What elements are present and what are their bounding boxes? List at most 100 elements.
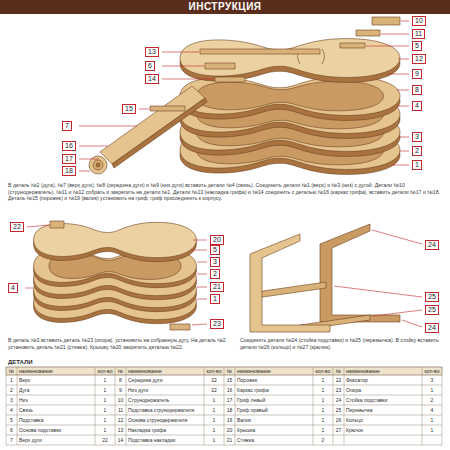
leader-line bbox=[162, 66, 204, 67]
leader-line bbox=[388, 74, 409, 75]
stand-drawing bbox=[250, 224, 400, 332]
table-cell: 3 bbox=[6, 395, 17, 405]
table-cell: Порожек bbox=[235, 375, 313, 385]
parts-table-grid bbox=[95, 367, 96, 445]
leader-line bbox=[191, 250, 207, 251]
table-cell: Основа струнодержателя bbox=[126, 415, 204, 425]
parts-table-grid bbox=[422, 367, 423, 445]
page-title: ИНСТРУКЦИЯ bbox=[0, 0, 450, 14]
instruction-text: В деталь №3 вставить деталь №23 (опора),… bbox=[8, 337, 230, 350]
table-header-cell: наименование bbox=[344, 367, 422, 375]
callout-number: 24 bbox=[425, 240, 439, 250]
leader-line bbox=[162, 52, 199, 53]
violin-assembled bbox=[34, 221, 197, 330]
table-cell: 1 bbox=[313, 415, 333, 425]
parts-table-grid bbox=[333, 367, 334, 445]
violin-exploded bbox=[356, 30, 380, 36]
table-cell: Фиксатор bbox=[344, 375, 422, 385]
leader-line bbox=[373, 310, 422, 316]
table-cell: 1 bbox=[95, 375, 115, 385]
table-cell: 1 bbox=[204, 415, 224, 425]
table-cell: 21 bbox=[224, 435, 235, 445]
callout-number: 10 bbox=[412, 16, 426, 26]
table-cell: 1 bbox=[204, 405, 224, 415]
leader-line bbox=[366, 46, 409, 47]
table-cell: 1 bbox=[204, 425, 224, 435]
table-header-cell: кол-во bbox=[204, 367, 224, 375]
table-cell: 11 bbox=[115, 405, 126, 415]
callout-number: 21 bbox=[210, 282, 224, 292]
parts-table-grid bbox=[224, 367, 225, 445]
callout-number: 22 bbox=[10, 222, 24, 232]
stand-drawing bbox=[320, 224, 400, 322]
table-cell: 8 bbox=[115, 375, 126, 385]
table-cell: 1 bbox=[204, 395, 224, 405]
table-cell: 1 bbox=[95, 385, 115, 395]
table-cell: Валик bbox=[235, 415, 313, 425]
leader-line bbox=[197, 262, 207, 263]
table-cell: 1 bbox=[95, 405, 115, 415]
violin-exploded bbox=[200, 49, 320, 54]
header-band bbox=[0, 0, 450, 14]
table-cell: 23 bbox=[333, 385, 344, 395]
table-cell: 4 bbox=[422, 405, 442, 415]
table-cell: 16 bbox=[224, 385, 235, 395]
leader-line bbox=[397, 90, 409, 91]
table-cell: Крючок bbox=[344, 425, 422, 435]
table-cell: Стяжка bbox=[235, 435, 313, 445]
callout-number: 11 bbox=[412, 29, 425, 39]
table-cell: 22 bbox=[333, 375, 344, 385]
leader-line bbox=[162, 79, 214, 80]
table-cell: 5 bbox=[6, 415, 17, 425]
violin-exploded bbox=[89, 17, 400, 174]
table-cell: 6 bbox=[6, 425, 17, 435]
leader-line bbox=[392, 165, 409, 166]
violin-exploded bbox=[150, 106, 185, 111]
violin-exploded bbox=[372, 17, 400, 25]
table-cell: 1 bbox=[95, 415, 115, 425]
callout-number: 4 bbox=[8, 283, 18, 293]
violin-exploded bbox=[205, 63, 235, 69]
table-cell: 22 bbox=[204, 385, 224, 395]
parts-table-grid bbox=[204, 367, 205, 445]
table-cell: Перемычка bbox=[344, 405, 422, 415]
leader-line bbox=[139, 109, 149, 110]
table-cell: Связь bbox=[17, 405, 95, 415]
table-cell: Подставка накладки bbox=[126, 435, 204, 445]
table-cell: 3 bbox=[422, 375, 442, 385]
table-cell: 13 bbox=[115, 425, 126, 435]
table-cell: 1 bbox=[204, 435, 224, 445]
callout-number: 5 bbox=[210, 245, 220, 255]
leader-line bbox=[192, 324, 207, 325]
callout-number: 18 bbox=[62, 166, 76, 176]
table-cell: Опора bbox=[344, 385, 422, 395]
violin-exploded bbox=[96, 163, 100, 167]
table-cell: 1 bbox=[313, 385, 333, 395]
callout-number: 4 bbox=[412, 101, 422, 111]
parts-table-grid bbox=[235, 367, 236, 445]
table-heading: ДЕТАЛИ bbox=[8, 359, 33, 365]
table-header-cell: № bbox=[6, 367, 17, 375]
table-cell: 19 bbox=[224, 415, 235, 425]
leader-line bbox=[193, 240, 207, 241]
callout-number: 24 bbox=[425, 323, 439, 333]
table-cell: Стойка подставки bbox=[344, 395, 422, 405]
stand-drawing bbox=[250, 234, 330, 332]
table-cell: Каркас грифа bbox=[235, 385, 313, 395]
leader-line bbox=[79, 171, 90, 172]
leader-line bbox=[381, 34, 409, 35]
header-band bbox=[0, 0, 450, 14]
table-cell: 2 bbox=[313, 435, 333, 445]
callout-number: 6 bbox=[145, 61, 155, 71]
leader-line bbox=[197, 274, 207, 275]
parts-table-grid bbox=[344, 367, 345, 445]
callout-number: 25 bbox=[425, 305, 439, 315]
table-cell: 1 bbox=[422, 415, 442, 425]
callout-number: 17 bbox=[62, 154, 76, 164]
table-header-cell: наименование bbox=[235, 367, 313, 375]
callout-number: 1 bbox=[412, 160, 422, 170]
leader-line bbox=[197, 287, 207, 288]
table-cell: Гриф левый bbox=[235, 395, 313, 405]
leader-line bbox=[400, 151, 409, 152]
